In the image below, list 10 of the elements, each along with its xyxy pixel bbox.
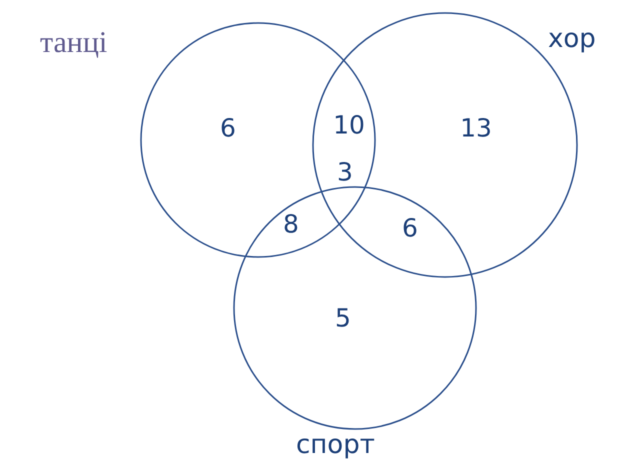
region-count: 3 [337,160,353,184]
set-label: спорт [296,432,375,458]
region-count: 6 [220,116,236,140]
region-count: 10 [333,112,365,138]
region-count: 5 [335,306,351,330]
set-label: хор [548,26,596,52]
set-label: танці [40,28,108,58]
region-count: 13 [460,116,492,140]
region-count: 6 [402,216,418,240]
region-count: 8 [283,212,299,236]
